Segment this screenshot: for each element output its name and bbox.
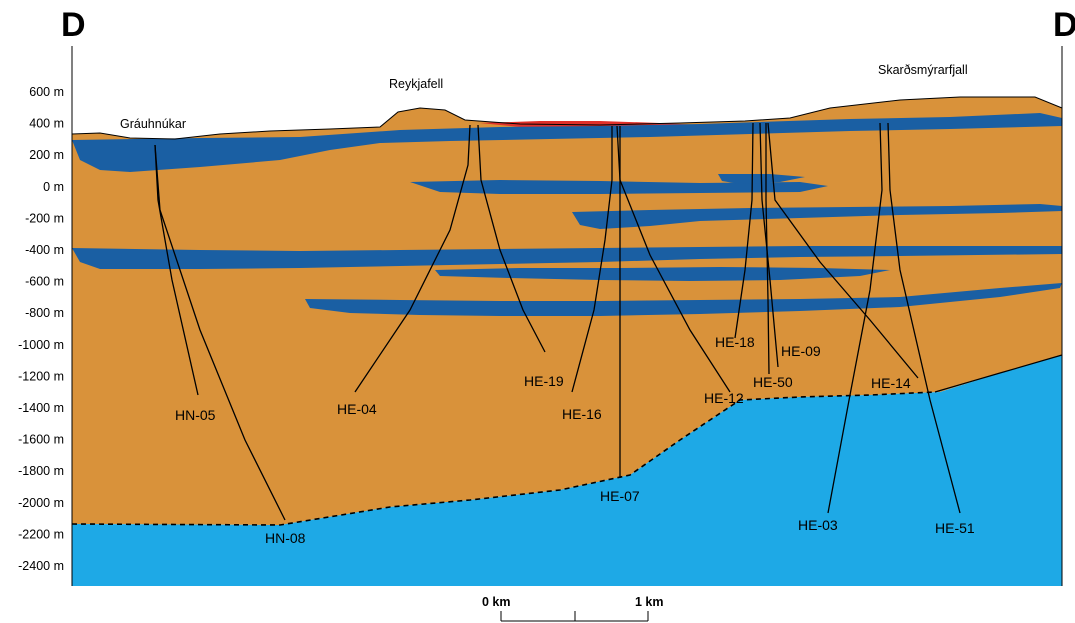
well-path-he04: [354, 124, 471, 393]
peak-label-grauhnukar: Gráuhnúkar: [120, 117, 186, 131]
aquifer-layers: [72, 113, 1062, 316]
depth-label: -1400 m: [18, 401, 64, 415]
well-label-he51: HE-51: [935, 520, 975, 536]
aquifer-lens-minus600m: [435, 267, 890, 281]
well-label-he12: HE-12: [704, 390, 744, 406]
aquifer-upper: [72, 113, 1062, 172]
well-label-he16: HE-16: [562, 406, 602, 422]
peak-label-skardsmyrarfjall: Skarðsmýrarfjall: [878, 63, 968, 77]
depth-label: -2400 m: [18, 559, 64, 573]
well-path-he18: [734, 122, 754, 339]
well-label-he07: HE-07: [600, 488, 640, 504]
section-marker-right: D: [1053, 6, 1075, 44]
aquifer-lens-minus800m: [305, 283, 1062, 316]
aquifer-lens-minus200m: [572, 204, 1062, 229]
depth-label: 400 m: [29, 117, 64, 131]
aquifer-layer-minus400m: [72, 246, 1062, 269]
well-label-he03: HE-03: [798, 517, 838, 533]
well-label-hn05: HN-05: [175, 407, 216, 423]
scale-bar-start-label: 0 km: [482, 595, 511, 609]
depth-label: -2000 m: [18, 496, 64, 510]
well-label-he14: HE-14: [871, 375, 911, 391]
section-marker-left: D: [61, 6, 86, 44]
well-label-he18: HE-18: [715, 334, 755, 350]
depth-label: 200 m: [29, 148, 64, 162]
depth-label: -1800 m: [18, 464, 64, 478]
depth-label: -600 m: [25, 275, 64, 289]
intrusion-contact-dashed: [71, 391, 936, 526]
scale-bar-end-label: 1 km: [635, 595, 664, 609]
well-label-hn08: HN-08: [265, 530, 306, 546]
depth-label: -2200 m: [18, 527, 64, 541]
depth-label: -800 m: [25, 306, 64, 320]
well-path-he03: [827, 122, 883, 514]
well-label-he04: HE-04: [337, 401, 377, 417]
depth-label: 0 m: [43, 180, 64, 194]
well-path-he50: [765, 123, 770, 375]
intrusion-contact-solid: [934, 354, 1063, 393]
depth-label: -1600 m: [18, 433, 64, 447]
depth-label: 600 m: [29, 85, 64, 99]
well-path-hn08: [154, 144, 286, 521]
scale-bar: [500, 611, 649, 622]
well-trajectories: [154, 122, 961, 521]
well-path-he16: [571, 126, 613, 393]
intrusion-body: [72, 355, 1062, 586]
depth-label: -1000 m: [18, 338, 64, 352]
depth-label: -1200 m: [18, 369, 64, 383]
aquifer-lens-0m: [410, 180, 828, 194]
well-label-he50: HE-50: [753, 374, 793, 390]
well-path-he51: [887, 122, 961, 514]
peak-label-reykjafell: Reykjafell: [389, 77, 443, 91]
depth-label: -400 m: [25, 243, 64, 257]
well-label-he19: HE-19: [524, 373, 564, 389]
depth-axis: 600 m 400 m 200 m 0 m -200 m -400 m -600 m -800…: [18, 85, 64, 573]
surface-profile-line: [71, 96, 1063, 140]
well-path-he19: [477, 124, 546, 353]
well-path-he12: [616, 125, 731, 393]
well-label-he09: HE-09: [781, 343, 821, 359]
well-path-he09: [759, 122, 779, 368]
depth-label: -200 m: [25, 211, 64, 225]
well-path-he14: [767, 122, 919, 379]
